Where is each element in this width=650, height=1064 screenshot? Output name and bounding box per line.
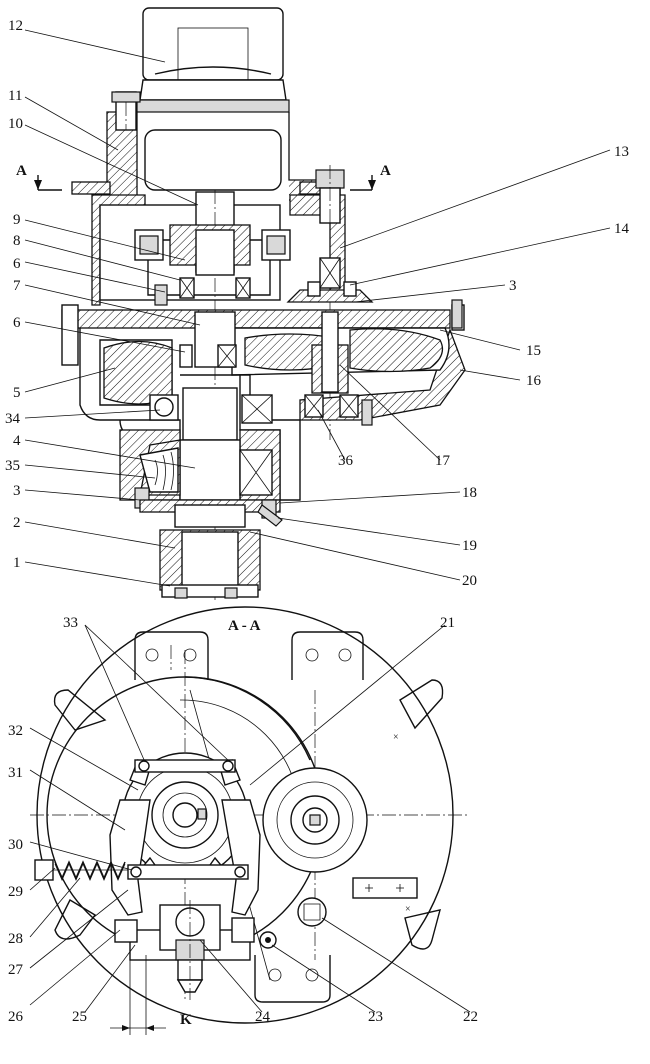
callout-5: 5 (13, 385, 21, 401)
callout-29: 29 (8, 884, 23, 900)
svg-text:×: × (405, 904, 411, 915)
callouts-upper: 12 11 10 9 8 6 7 6 5 34 4 35 3 2 1 13 14… (5, 18, 630, 589)
gear-housing-body (61, 299, 466, 471)
callout-15: 15 (526, 343, 541, 359)
sectional-view: A A (16, 7, 466, 600)
callout-12: 12 (8, 18, 23, 34)
section-title: A - A (228, 618, 261, 634)
callout-6a: 6 (13, 256, 21, 272)
leader-lines (24, 29, 611, 1013)
motor (136, 7, 290, 113)
callout-17: 17 (435, 453, 451, 469)
section-arrow-left: A (16, 163, 62, 191)
callout-10: 10 (8, 116, 23, 132)
callout-7: 7 (13, 278, 21, 294)
dimension-label-k: K (180, 1012, 192, 1028)
callout-20: 20 (462, 573, 477, 589)
callout-27: 27 (8, 962, 24, 978)
clamp-assembly (114, 900, 255, 1000)
callout-34: 34 (5, 411, 21, 427)
callout-31: 31 (8, 765, 23, 781)
motor-adapter-housing (71, 91, 341, 201)
callout-9: 9 (13, 212, 21, 228)
callout-23: 23 (368, 1009, 383, 1025)
section-arrow-right: A (350, 163, 391, 191)
section-mark-left: A (16, 163, 27, 179)
callout-22: 22 (463, 1009, 478, 1025)
output-housing (119, 374, 301, 599)
callout-18: 18 (462, 485, 477, 501)
callouts-lower: 33 32 31 30 29 28 27 26 25 24 23 22 21 (8, 615, 478, 1025)
callout-28: 28 (8, 931, 23, 947)
section-mark-right: A (380, 163, 391, 179)
callout-3a: 3 (13, 483, 21, 499)
shaft-13 (286, 165, 374, 440)
callout-26: 26 (8, 1009, 24, 1025)
callout-2: 2 (13, 515, 21, 531)
callout-32: 32 (8, 723, 23, 739)
callout-4: 4 (13, 433, 21, 449)
callout-8: 8 (13, 233, 21, 249)
callout-35: 35 (5, 458, 20, 474)
callout-21: 21 (440, 615, 455, 631)
callout-11: 11 (8, 88, 22, 104)
callout-24: 24 (255, 1009, 271, 1025)
svg-text:×: × (393, 732, 399, 743)
callout-19: 19 (462, 538, 477, 554)
section-view-a-a: A - A (30, 606, 470, 1035)
callout-16: 16 (526, 373, 542, 389)
callout-1: 1 (13, 555, 21, 571)
callout-14: 14 (614, 221, 630, 237)
callout-33: 33 (63, 615, 78, 631)
callout-3b: 3 (509, 278, 517, 294)
callout-6b: 6 (13, 315, 21, 331)
callout-13: 13 (614, 144, 629, 160)
callout-36: 36 (338, 453, 354, 469)
callout-30: 30 (8, 837, 23, 853)
callout-25: 25 (72, 1009, 87, 1025)
